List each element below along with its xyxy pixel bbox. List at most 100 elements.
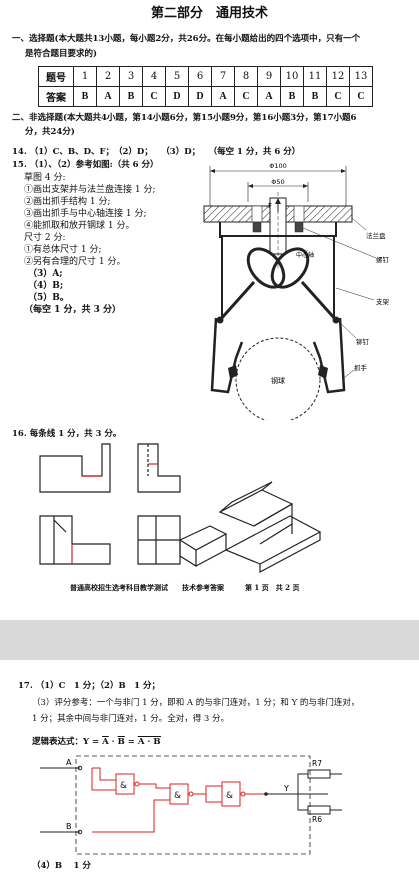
table-number: 1	[73, 66, 97, 87]
gate-3-symbol: &	[226, 791, 233, 801]
answer-page-2: 17. （1）C 1 分；（2）B 1 分； （3）评分参考：一个与非门 1 分…	[0, 660, 419, 877]
screw-left	[252, 221, 262, 233]
screw-right	[294, 221, 304, 233]
table-number: 13	[349, 66, 373, 87]
q15-line: （5）B。	[28, 293, 69, 303]
q15-line: （3）A;	[28, 269, 63, 279]
dimension-outer-label: Φ100	[269, 162, 287, 170]
q15-line: ①有总体尺寸 1 分;	[24, 245, 102, 255]
q15-line: ③画出抓手与中心轴连接 1 分;	[24, 209, 147, 219]
gripper-right	[312, 317, 346, 394]
three-view-drawings	[39, 443, 322, 573]
q15-line: （4）B;	[28, 281, 64, 291]
table-answer: C	[142, 86, 166, 107]
q17-line-2: （3）评分参考：一个与非门 1 分，即和 A 的与非门连对，1 分；和 Y 的与…	[32, 698, 360, 708]
table-number: 2	[96, 66, 120, 87]
table-answer: A	[257, 86, 281, 107]
resistor-r6	[307, 805, 331, 815]
logic-expression-label: 逻辑表达式：Y =	[32, 737, 103, 747]
bracket	[219, 222, 337, 238]
front-view	[39, 443, 111, 493]
input-b-label: B	[66, 822, 72, 831]
table-number: 9	[257, 66, 281, 87]
bracket-label: 支架	[376, 297, 390, 306]
section2-heading: 二、非选择题(本大题共4小题，第14小题6分，第15小题9分，第16小题3分，第…	[12, 113, 357, 123]
section2-heading-cont: 分，共24分)	[25, 127, 75, 137]
logic-circuit-diagram: A B & & & Y R7 R6	[40, 755, 342, 855]
table-answer: C	[326, 86, 350, 107]
table-header-number: 题号	[38, 66, 74, 87]
q17-line-3: 1 分；其余中间与非门连对，1 分。全对，得 3 分。	[32, 714, 230, 724]
table-answer: A	[211, 86, 235, 107]
nand-gate-2	[169, 783, 189, 805]
q15-line: ①画出支架并与法兰盘连接 1 分;	[24, 185, 156, 195]
section1-heading-cont: 是符合题目要求的)	[25, 49, 98, 59]
gripper-left	[210, 317, 244, 394]
resistor-r7	[307, 769, 331, 779]
circuit-boundary	[75, 755, 311, 855]
table-number: 3	[119, 66, 143, 87]
page-title: 第二部分 通用技术	[150, 6, 268, 21]
q17-line-4: （4）B 1 分	[32, 861, 91, 871]
table-answer: D	[188, 86, 212, 107]
output-y-label: Y	[283, 784, 289, 793]
logic-expression: 逻辑表达式：Y = A · B = A · B	[32, 736, 161, 747]
q17-line-1: 17. （1）C 1 分；（2）B 1 分；	[18, 681, 161, 691]
q15-line: ④能抓取和放开钢球 1 分。	[24, 221, 135, 231]
input-a-label: A	[66, 758, 72, 767]
isometric-view	[178, 481, 322, 573]
table-answer: B	[303, 86, 327, 107]
nand-gate-1	[115, 773, 135, 795]
q16-answer: 16. 每条线 1 分，共 3 分。	[12, 429, 122, 439]
logic-term-b: B	[117, 737, 125, 747]
top-view	[39, 515, 111, 565]
steel-ball	[235, 337, 321, 420]
flange-label: 法兰盘	[366, 231, 386, 240]
table-answer: D	[165, 86, 189, 107]
gate-2-symbol: &	[174, 791, 181, 801]
table-answer: A	[96, 86, 120, 107]
logic-term-nand: A · B	[137, 736, 161, 747]
rivet-right	[332, 316, 340, 324]
rear-view	[137, 515, 181, 565]
q15-line: ②另有合理的尺寸 1 分。	[24, 257, 126, 267]
table-number: 4	[142, 66, 166, 87]
answer-table: 题号 1 2 3 4 5 6 7 8 9 10 11 12 13 答案 B A …	[38, 66, 373, 107]
answer-page-1: 第二部分 通用技术 一、选择题(本大题共13小题，每小题2分，共26分。在每小题…	[0, 0, 419, 620]
q15-line: （每空 1 分，共 3 分）	[24, 305, 122, 315]
table-answer: B	[119, 86, 143, 107]
table-number: 5	[165, 66, 189, 87]
dimension-inner-label: Φ50	[271, 178, 284, 186]
q15-line: 尺寸 2 分:	[24, 233, 66, 243]
gripper-mechanism-figure: Φ100 Φ50 F 钢球	[203, 162, 390, 420]
table-number: 6	[188, 66, 212, 87]
r7-label: R7	[312, 759, 322, 768]
q15-line: ②画出抓手结构 1 分;	[24, 197, 111, 207]
q15-line: 草图 4 分:	[24, 173, 66, 183]
rivet-label: 铆钉	[356, 337, 370, 346]
section1-heading: 一、选择题(本大题共13小题，每小题2分，共26分。在每小题给出的四个选项中，只…	[12, 34, 361, 44]
table-number: 12	[326, 66, 350, 87]
shaft-label: 中心轴	[296, 251, 314, 259]
q15-heading: 15. （1）、（2）参考如图:（共 6 分）	[12, 160, 159, 170]
table-number: 10	[280, 66, 304, 87]
page1-footer: 普通高校招生选考科目教学测试 技术参考答案 第 1 页 共 2 页	[70, 583, 300, 592]
q14-answer: 14. （1）C、B、D、F； （2）D； （3）D； （每空 1 分，共 6 …	[12, 147, 301, 157]
force-label: F	[268, 202, 272, 210]
table-answer: B	[73, 86, 97, 107]
table-number: 7	[211, 66, 235, 87]
gate-1-symbol: &	[120, 781, 127, 791]
logic-term-a: A	[102, 737, 109, 747]
table-header-answer: 答案	[38, 86, 74, 107]
gripper-label: 抓手	[354, 363, 368, 372]
table-number: 11	[303, 66, 327, 87]
side-view	[137, 443, 181, 493]
ball-label: 钢球	[271, 376, 285, 385]
r6-label: R6	[312, 815, 322, 824]
table-answer: C	[349, 86, 373, 107]
nand-gate-3	[221, 781, 241, 807]
rivet-left	[216, 316, 224, 324]
table-answer: B	[280, 86, 304, 107]
table-number: 8	[234, 66, 258, 87]
table-answer: C	[234, 86, 258, 107]
